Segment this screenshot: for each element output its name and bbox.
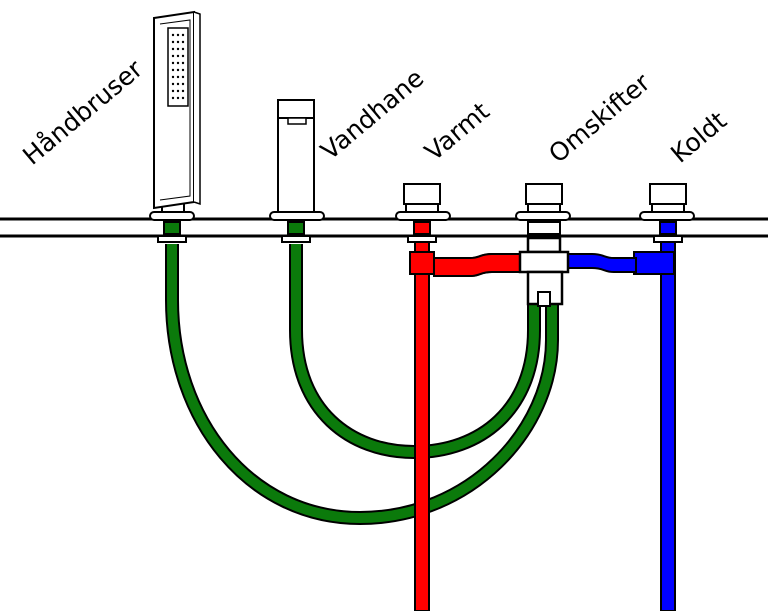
- under-deck-nuts: [157, 221, 683, 243]
- flange-cold: [639, 211, 695, 221]
- label-diverter: Omskifter: [543, 67, 656, 168]
- deck: [0, 217, 768, 238]
- hot-link-fill: [433, 253, 523, 277]
- label-cold: Koldt: [665, 106, 732, 169]
- label-handshower: Håndbruser: [17, 54, 148, 171]
- flange-spout: [269, 211, 325, 221]
- flange-hot: [395, 211, 451, 221]
- spout-icon: [277, 99, 315, 213]
- green-hoses: [165, 244, 559, 526]
- handshower-icon: [153, 10, 201, 213]
- cold-link-fill: [565, 253, 637, 273]
- label-hot: Varmt: [419, 96, 495, 166]
- flange-handshower: [149, 211, 195, 221]
- cold-riser: [660, 237, 676, 611]
- cold-supply-pipe: [565, 237, 676, 611]
- hot-valve-handle-icon: [403, 183, 441, 213]
- cold-elbow-block: [633, 251, 675, 275]
- handshower-hose-fill: [167, 244, 557, 524]
- handshower-hose: [165, 244, 559, 526]
- label-spout: Vandhane: [315, 63, 429, 165]
- diverter-body: [518, 236, 570, 307]
- hot-riser: [414, 237, 430, 611]
- diverter-handle-icon: [525, 183, 563, 213]
- spray-nozzles: [171, 33, 185, 100]
- hot-elbow-block: [409, 251, 435, 275]
- cold-valve-handle-icon: [649, 183, 687, 213]
- flange-diverter: [515, 211, 571, 221]
